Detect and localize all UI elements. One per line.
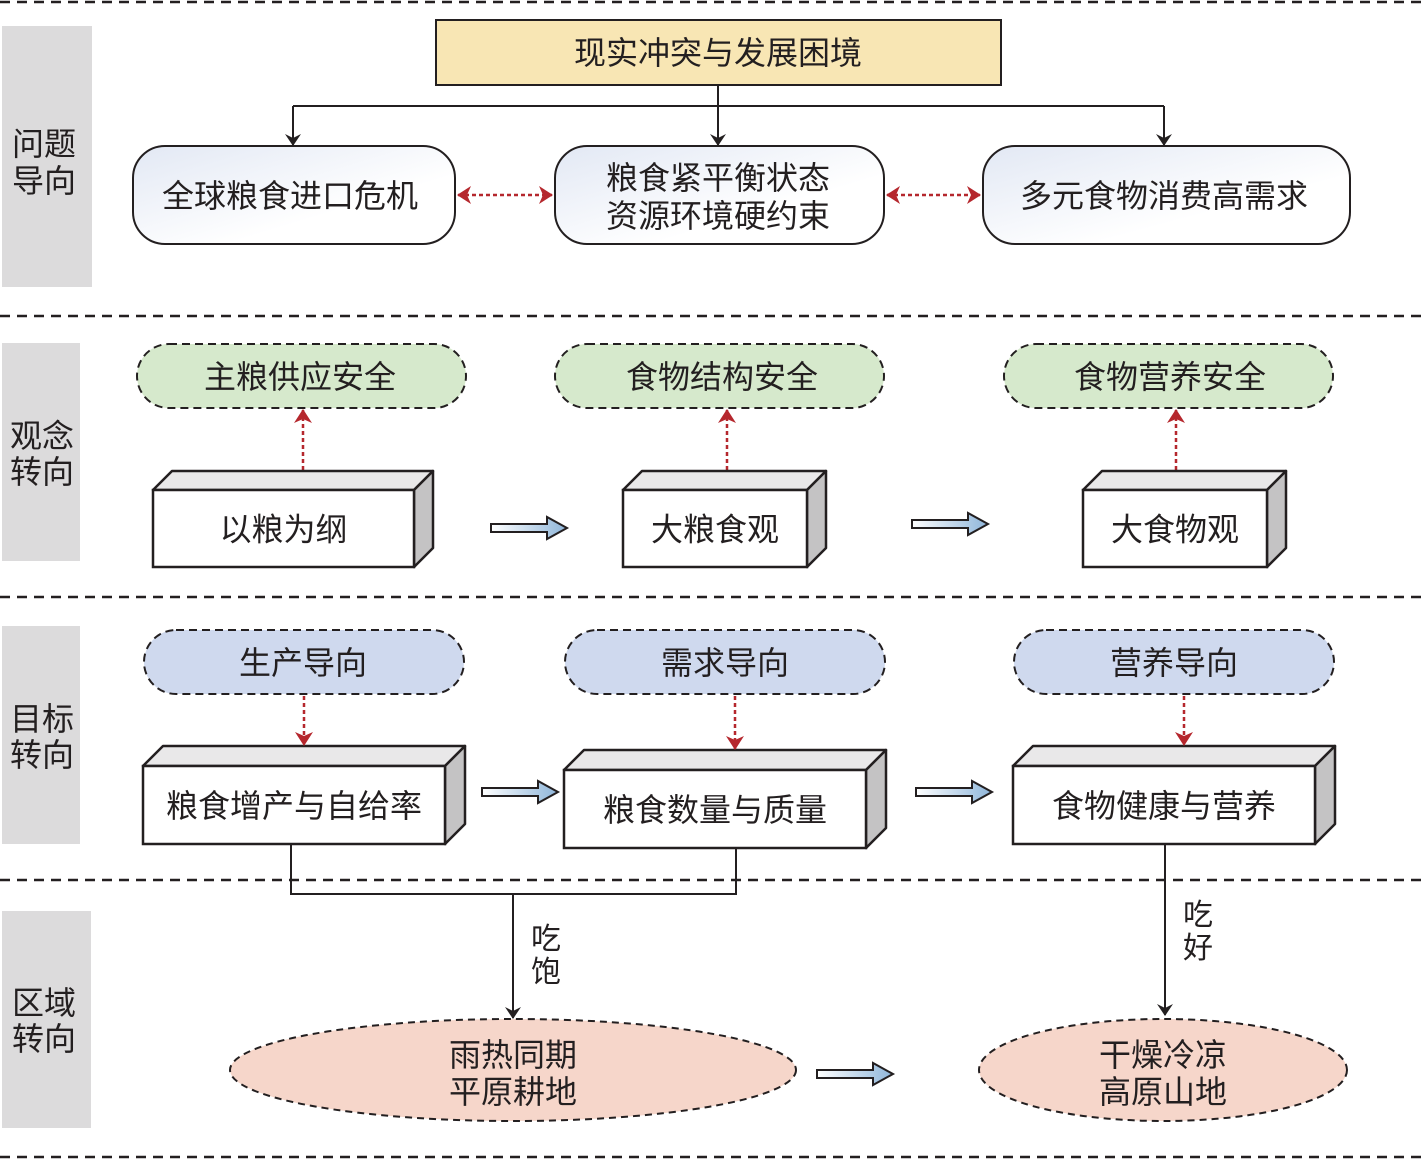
transition-arrow-goal-1	[481, 779, 561, 805]
goal-box-1: 粮食增产与自给率	[141, 744, 467, 846]
goal-orientation-3: 营养导向	[1013, 629, 1335, 695]
goal-orientation-text: 营养导向	[1110, 644, 1238, 682]
problem-box-text: 粮食紧平衡状态	[606, 159, 830, 197]
box-top-face	[562, 748, 888, 772]
side-label-line: 目标	[10, 700, 74, 738]
box-top-face	[1081, 469, 1288, 492]
region-1: 雨热同期 平原耕地	[229, 1018, 797, 1122]
edge-label-char: 吃	[1183, 898, 1213, 933]
region-text: 高原山地	[1099, 1073, 1227, 1111]
box-front-face	[141, 764, 447, 846]
concept-goal-1: 主粮供应安全	[136, 343, 467, 409]
problem-box-text: 资源环境硬约束	[606, 197, 830, 235]
side-label-problem: 问题 导向	[2, 26, 92, 287]
edge-label-char: 吃	[531, 922, 561, 957]
concept-box-1: 以粮为纲	[151, 469, 435, 569]
box-top-face	[621, 469, 828, 492]
transition-arrow-region	[816, 1061, 896, 1087]
side-label-line: 问题	[12, 125, 76, 163]
concept-goal-2: 食物结构安全	[554, 343, 885, 409]
edge-label-char: 好	[1183, 931, 1213, 966]
box-label: 以粮为纲	[219, 511, 347, 549]
problem-box-2: 粮食紧平衡状态 资源环境硬约束	[554, 145, 885, 245]
side-label-region: 区域 转向	[2, 911, 91, 1128]
transition-arrow-concept-1	[490, 515, 570, 541]
goal-orientation-text: 需求导向	[661, 644, 789, 682]
region-connectors	[290, 845, 1173, 1019]
box-top-face	[1011, 744, 1337, 768]
title-box: 现实冲突与发展困境	[435, 19, 1002, 86]
box-front-face	[621, 488, 809, 569]
problem-box-3: 多元食物消费高需求	[982, 145, 1351, 245]
goal-orientation-1: 生产导向	[143, 629, 465, 695]
region-2: 干燥冷凉 高原山地	[978, 1018, 1348, 1122]
goal-box-3: 食物健康与营养	[1011, 744, 1337, 846]
problem-box-1: 全球粮食进口危机	[132, 145, 456, 245]
goal-box-2: 粮食数量与质量	[562, 748, 888, 850]
edge-label-eat-full: 吃 饱	[531, 922, 561, 990]
side-label-goal: 目标 转向	[2, 626, 80, 844]
box-label: 大粮食观	[651, 511, 779, 549]
side-label-concept: 观念 转向	[2, 343, 80, 561]
side-label-line: 转向	[10, 736, 74, 774]
edge-label-char: 饱	[531, 955, 561, 990]
box-top-face	[141, 744, 467, 768]
side-label-line: 导向	[12, 162, 76, 200]
concept-goal-3: 食物营养安全	[1003, 343, 1334, 409]
region-text: 雨热同期	[449, 1036, 577, 1074]
edge-label-eat-well: 吃 好	[1183, 898, 1213, 966]
transition-arrow-concept-2	[911, 511, 991, 537]
box-label: 大食物观	[1111, 511, 1239, 549]
goal-orientation-text: 生产导向	[239, 644, 367, 682]
box-side-face	[805, 469, 828, 569]
concept-goal-text: 食物营养安全	[1074, 358, 1266, 396]
side-label-line: 转向	[12, 1020, 76, 1058]
box-label: 食物健康与营养	[1052, 787, 1276, 825]
title-connectors	[285, 85, 1172, 146]
box-front-face	[151, 488, 416, 569]
box-label: 粮食增产与自给率	[166, 787, 422, 825]
concept-box-2: 大粮食观	[621, 469, 828, 569]
side-label-line: 观念	[10, 417, 74, 455]
region-text: 干燥冷凉	[1099, 1036, 1227, 1074]
box-front-face	[1081, 488, 1269, 569]
transition-arrow-goal-2	[915, 779, 995, 805]
box-label: 粮食数量与质量	[603, 791, 827, 829]
goal-orientation-2: 需求导向	[564, 629, 886, 695]
concept-goal-text: 食物结构安全	[626, 358, 818, 396]
side-label-line: 区域	[12, 984, 76, 1022]
problem-box-text: 全球粮食进口危机	[162, 177, 418, 215]
concept-box-3: 大食物观	[1081, 469, 1288, 569]
concept-goal-text: 主粮供应安全	[204, 358, 396, 396]
problem-box-text: 多元食物消费高需求	[1020, 177, 1308, 215]
region-text: 平原耕地	[449, 1073, 577, 1111]
box-front-face	[562, 768, 868, 850]
title-text: 现实冲突与发展困境	[574, 34, 862, 72]
side-label-line: 转向	[10, 453, 74, 491]
box-top-face	[151, 469, 435, 492]
box-side-face	[412, 469, 435, 569]
box-front-face	[1011, 764, 1317, 846]
box-side-face	[1265, 469, 1288, 569]
